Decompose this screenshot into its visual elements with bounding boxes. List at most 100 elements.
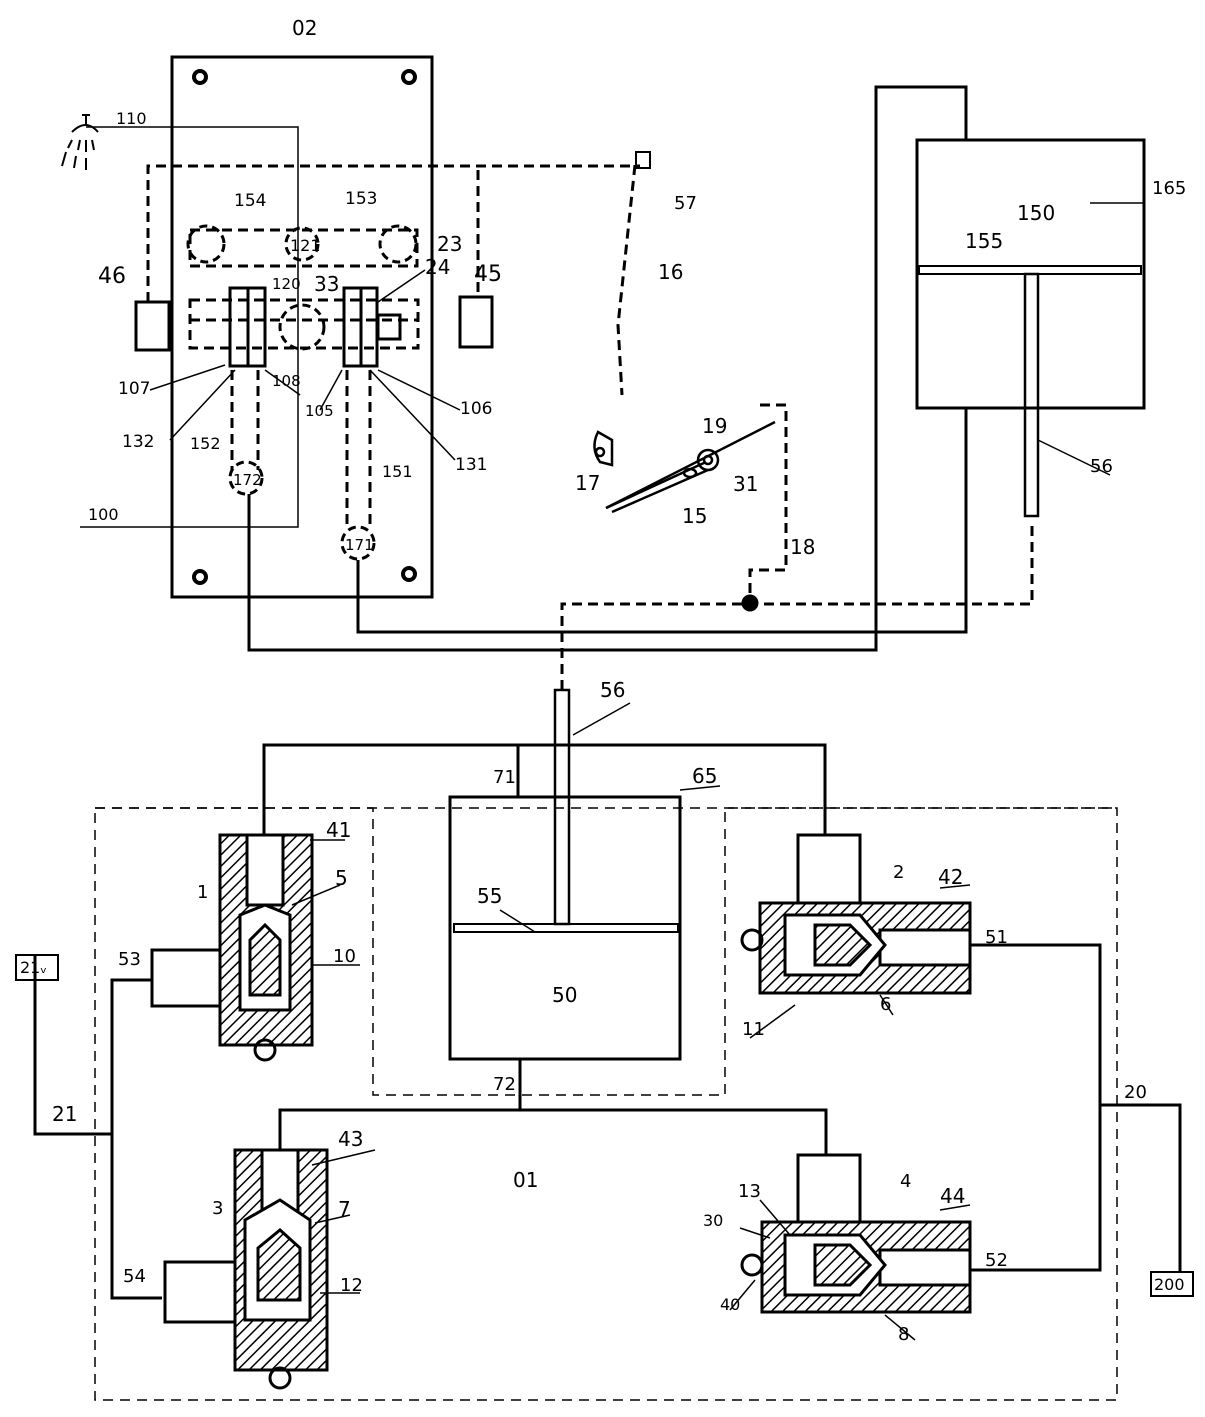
label-21v: 21ᵥ: [20, 958, 47, 977]
label-43: 43: [338, 1127, 363, 1151]
mount-hole-bl: [192, 569, 208, 585]
label-120: 120: [272, 275, 301, 293]
label-105: 105: [305, 402, 334, 420]
joint-18: [741, 594, 759, 612]
label-33: 33: [314, 272, 339, 296]
label-21: 21: [52, 1102, 77, 1126]
lever-assembly: [593, 420, 776, 514]
valve-120: [278, 303, 326, 351]
valve-121: [284, 226, 320, 262]
label-55: 55: [477, 884, 502, 908]
port-200: [1150, 1271, 1194, 1297]
label-18: 18: [790, 535, 815, 559]
label-4: 4: [900, 1171, 911, 1192]
valve-153: [378, 224, 418, 264]
label-10: 10: [333, 946, 356, 967]
label-45: 45: [474, 262, 502, 287]
label-02: 02: [292, 16, 317, 40]
label-106: 106: [460, 399, 492, 419]
dashed-inner: [95, 807, 1117, 1096]
label-56-lower: 56: [600, 678, 625, 702]
label-153: 153: [345, 189, 377, 209]
label-2: 2: [893, 862, 904, 883]
pivot-57: [635, 151, 651, 169]
rod-56-upper: [1023, 272, 1040, 518]
label-1: 1: [197, 882, 208, 903]
label-46: 46: [98, 264, 126, 289]
label-3: 3: [212, 1198, 223, 1219]
check-valve-4: [740, 1153, 972, 1314]
check-valve-2: [740, 833, 972, 995]
check-valve-3: [163, 1148, 329, 1390]
valve-171: [340, 525, 376, 561]
label-56-upper: 56: [1090, 456, 1113, 477]
label-53: 53: [118, 949, 141, 970]
dashed-links: [146, 164, 1034, 690]
label-41: 41: [326, 818, 351, 842]
label-132: 132: [122, 432, 154, 452]
label-165: 165: [1152, 178, 1186, 199]
leader-lines: [149, 202, 1144, 1341]
label-110: 110: [116, 109, 147, 128]
label-54: 54: [123, 1266, 146, 1287]
label-121: 121: [290, 236, 321, 255]
label-12: 12: [340, 1275, 363, 1296]
control-panel-02: [61, 55, 1146, 690]
box-46: [134, 300, 171, 352]
label-15: 15: [682, 504, 707, 528]
cylinder-65: [448, 795, 682, 1061]
label-172: 172: [233, 471, 262, 489]
label-154: 154: [234, 191, 266, 211]
valve-172: [228, 460, 264, 496]
label-16: 16: [658, 260, 683, 284]
label-5: 5: [335, 866, 348, 890]
cylinder-165: [915, 138, 1146, 410]
label-31: 31: [733, 472, 758, 496]
label-6: 6: [880, 994, 891, 1015]
label-42: 42: [938, 865, 963, 889]
label-100: 100: [88, 505, 119, 524]
mount-hole-br: [401, 566, 417, 582]
label-7: 7: [338, 1197, 351, 1221]
label-44: 44: [940, 1184, 965, 1208]
label-17: 17: [575, 471, 600, 495]
label-151: 151: [382, 462, 413, 481]
control-panel-plate: [170, 55, 434, 599]
label-131: 131: [455, 455, 487, 475]
label-155: 155: [965, 229, 1003, 253]
label-52: 52: [985, 1250, 1008, 1271]
label-72: 72: [493, 1074, 516, 1095]
labels: 02 01 110 154 153 121 23 24 46 45 120 33…: [20, 16, 1186, 1345]
label-107: 107: [118, 379, 150, 399]
label-19: 19: [702, 414, 727, 438]
label-71: 71: [493, 767, 516, 788]
rod-56-lower: [553, 688, 571, 926]
label-65: 65: [692, 764, 717, 788]
label-40: 40: [720, 1295, 740, 1314]
check-valve-1: [150, 833, 314, 1062]
label-57: 57: [674, 193, 697, 214]
label-20: 20: [1124, 1082, 1147, 1103]
valve-154: [186, 224, 226, 264]
label-11: 11: [742, 1019, 765, 1040]
sprinkler-icon: [61, 114, 99, 170]
label-23: 23: [437, 232, 462, 256]
label-200: 200: [1154, 1275, 1185, 1294]
label-50: 50: [552, 983, 577, 1007]
label-171: 171: [345, 536, 374, 554]
label-30: 30: [703, 1211, 723, 1230]
hydraulic-circuit-01: [15, 202, 1194, 1401]
label-51: 51: [985, 927, 1008, 948]
box-24: [376, 313, 402, 341]
label-150: 150: [1017, 201, 1055, 225]
mount-hole-tl: [192, 69, 208, 85]
mount-hole-tr: [401, 69, 417, 85]
label-01: 01: [513, 1168, 538, 1192]
box-45: [458, 295, 494, 349]
label-24: 24: [425, 255, 450, 279]
label-8: 8: [898, 1324, 909, 1345]
port-21v: [15, 954, 59, 981]
label-108: 108: [272, 372, 301, 390]
